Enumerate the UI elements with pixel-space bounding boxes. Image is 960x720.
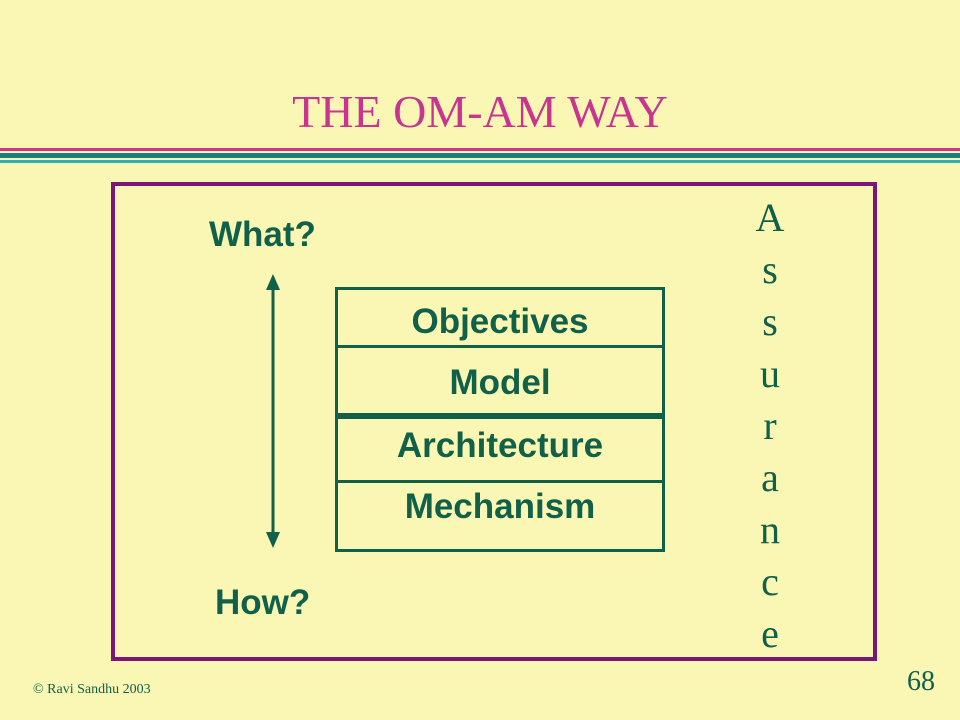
layer-architecture: Architecture bbox=[396, 426, 604, 465]
assurance-letter: u bbox=[760, 351, 780, 396]
assurance-letter: A bbox=[755, 195, 785, 240]
assurance-letter: s bbox=[762, 299, 778, 344]
double-headed-arrow-icon bbox=[266, 274, 280, 548]
layer-model: Model bbox=[449, 363, 551, 402]
assurance-letter: e bbox=[761, 611, 779, 656]
title-rule-lines bbox=[0, 148, 960, 163]
what-label: What? bbox=[209, 215, 316, 254]
rule-magenta-line bbox=[0, 148, 960, 151]
assurance-letter: r bbox=[763, 403, 777, 448]
assurance-letter: a bbox=[761, 455, 779, 500]
diagram-frame bbox=[111, 182, 877, 661]
layer-divider bbox=[335, 480, 665, 483]
assurance-letter: c bbox=[761, 559, 779, 604]
rule-teal-line bbox=[0, 153, 960, 158]
assurance-letter: n bbox=[760, 507, 780, 552]
layer-stack: Objectives Model Architecture Mechanism bbox=[335, 287, 665, 552]
how-label: How? bbox=[215, 583, 311, 622]
layer-objectives: Objectives bbox=[411, 302, 589, 341]
layer-divider bbox=[335, 345, 665, 348]
assurance-vertical-text: A s s u r a n c e bbox=[740, 192, 800, 660]
copyright-notice: © Ravi Sandhu 2003 bbox=[33, 682, 151, 697]
assurance-letter: s bbox=[762, 247, 778, 292]
rule-cyan-line bbox=[0, 160, 960, 163]
page-number: 68 bbox=[907, 666, 935, 697]
layer-mechanism: Mechanism bbox=[404, 487, 596, 526]
layer-divider-thick bbox=[335, 413, 665, 419]
slide-title: THE OM-AM WAY bbox=[292, 86, 668, 137]
